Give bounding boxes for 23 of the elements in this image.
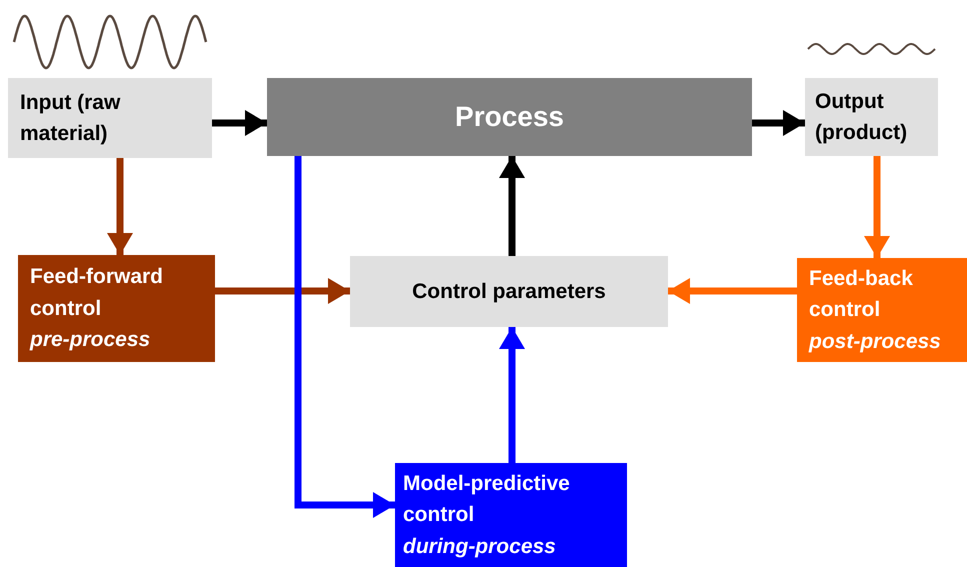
process-box [267,78,752,156]
arrow [668,278,797,304]
arrow [215,278,350,304]
output-box [805,78,938,156]
arrow [752,110,805,136]
node-label: Process [454,100,565,134]
arrow [499,327,525,463]
control-box [18,255,215,362]
arrow [499,156,525,256]
control-box [350,256,668,327]
node-label: Control parameters [411,278,607,305]
stage-label: pre-process [30,327,152,354]
stage-label: post-process [809,328,942,355]
node-label: Input (raw material) [20,90,122,147]
arrow [294,156,395,518]
stage-label: during-process [403,534,557,560]
arrow [212,110,267,136]
control-box [395,463,627,567]
input-box [8,78,212,158]
control-box [797,258,967,362]
arrow [107,158,133,255]
arrow [864,156,890,258]
node-label: Output (product) [815,88,908,146]
